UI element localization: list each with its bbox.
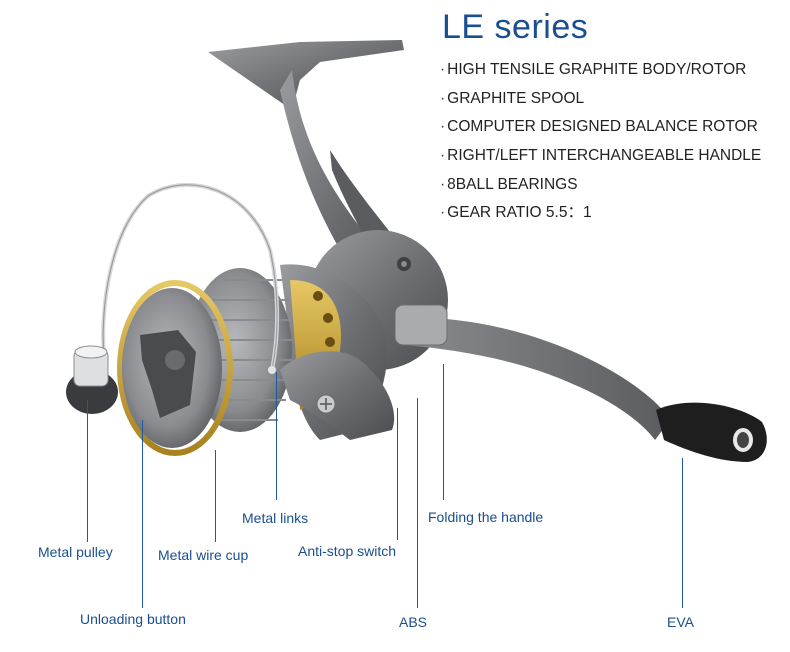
feature-item: ·GRAPHITE SPOOL	[440, 89, 585, 107]
feature-item: ·HIGH TENSILE GRAPHITE BODY/ROTOR	[440, 61, 747, 78]
label-eva: EVA	[667, 614, 694, 630]
feature-item: ·COMPUTER DESIGNED BALANCE ROTOR	[440, 118, 758, 136]
handle-knob	[656, 402, 767, 462]
label-metal-links: Metal links	[242, 510, 309, 526]
metal-pulley-leader	[87, 400, 88, 542]
label-unloading-button: Unloading button	[80, 611, 186, 627]
label-anti-stop-switch: Anti-stop switch	[298, 543, 397, 559]
feature-item: ·GEAR RATIO 5.5：1	[440, 204, 592, 222]
metal-links-leader	[276, 372, 277, 500]
abs-leader	[417, 398, 418, 608]
feature-item: ·RIGHT/LEFT INTERCHANGEABLE HANDLE	[440, 147, 762, 165]
label-folding-handle: Folding the handle	[428, 509, 544, 525]
anti-stop-switch-leader	[397, 408, 398, 540]
folding-handle-leader	[443, 364, 444, 500]
label-metal-pulley: Metal pulley	[38, 544, 113, 560]
bail-arm	[268, 351, 395, 440]
feature-item: ·8BALL BEARINGS	[440, 175, 578, 193]
line-roller	[66, 345, 118, 414]
spool	[117, 268, 292, 456]
feature-list: ·HIGH TENSILE GRAPHITE BODY/ROTOR ·GRAPH…	[440, 60, 761, 232]
series-title: LE series	[442, 8, 589, 46]
reel-handle-arm	[394, 304, 670, 440]
metal-wire-cup-leader	[215, 450, 216, 542]
unloading-button-leader	[142, 420, 143, 608]
label-metal-wire-cup: Metal wire cup	[158, 547, 249, 563]
label-abs: ABS	[399, 614, 428, 630]
eva-leader	[682, 458, 683, 608]
bail-wire	[101, 182, 280, 371]
